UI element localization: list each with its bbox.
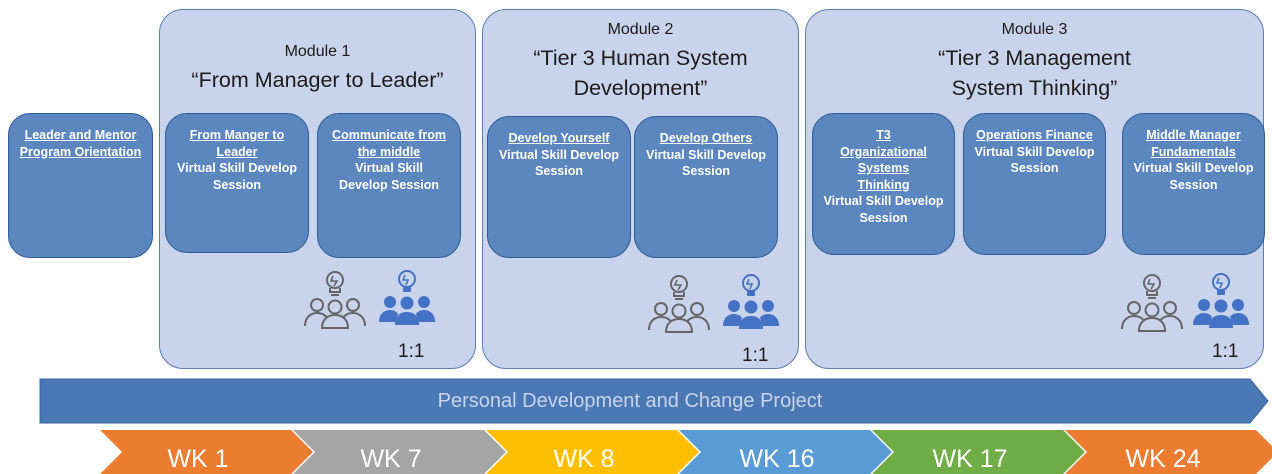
- idea-group-outline-icon: [1121, 274, 1183, 332]
- session-from-manager-to-leader[interactable]: From Manger to Leader Virtual Skill Deve…: [165, 113, 309, 253]
- one-on-one-label: 1:1: [742, 345, 769, 366]
- module-1-label: Module 1: [284, 43, 351, 60]
- session-title[interactable]: Operations Finance: [976, 128, 1093, 142]
- session-develop-others[interactable]: Develop Others Virtual Skill Develop Ses…: [634, 116, 778, 258]
- session-operations-finance[interactable]: Operations Finance Virtual Skill Develop…: [963, 113, 1106, 255]
- session-type: Virtual Skill Develop Session: [177, 161, 297, 192]
- session-develop-yourself[interactable]: Develop Yourself Virtual Skill Develop S…: [487, 116, 631, 258]
- module-3-label: Module 3: [1001, 21, 1068, 38]
- idea-group-filled-icon: [379, 270, 435, 325]
- idea-group-filled-icon: [1193, 273, 1249, 328]
- one-on-one-label: 1:1: [1212, 341, 1239, 362]
- session-communicate-from-the-middle[interactable]: Communicate from the middle Virtual Skil…: [317, 113, 461, 258]
- session-middle-manager-fundamentals[interactable]: Middle Manager Fundamentals Virtual Skil…: [1122, 113, 1265, 255]
- one-on-one-label: 1:1: [398, 341, 425, 362]
- week-label: WK 1: [167, 445, 229, 473]
- session-t3-organizational-systems-thinking[interactable]: T3 Organizational Systems Thinking Virtu…: [812, 113, 955, 255]
- orientation-label[interactable]: Leader and Mentor Program Orientation: [19, 128, 142, 159]
- project-label: Personal Development and Change Project: [437, 390, 823, 412]
- module-1-name: “From Manager to Leader”: [191, 68, 444, 92]
- week-label: WK 16: [739, 445, 815, 473]
- session-type: Virtual Skill Develop Session: [974, 144, 1095, 176]
- session-title[interactable]: T3 Organizational Systems Thinking: [840, 128, 927, 192]
- session-type: Virtual Skill Develop Session: [823, 194, 944, 225]
- session-type: Virtual Skill Develop Session: [646, 147, 766, 179]
- week-label: WK 17: [932, 445, 1008, 473]
- orientation-box[interactable]: Leader and Mentor Program Orientation: [8, 113, 153, 258]
- idea-group-outline-icon: [304, 271, 366, 329]
- week-label: WK 7: [360, 445, 422, 473]
- session-title[interactable]: Middle Manager Fundamentals: [1146, 128, 1241, 159]
- session-title[interactable]: From Manger to Leader: [189, 128, 285, 159]
- session-title[interactable]: Develop Yourself: [508, 131, 610, 145]
- idea-group-filled-icon: [723, 274, 779, 329]
- session-title[interactable]: Develop Others: [659, 131, 753, 145]
- week-label: WK 24: [1125, 445, 1201, 473]
- session-title[interactable]: Communicate from the middle: [332, 128, 446, 159]
- week-label: WK 8: [553, 445, 615, 473]
- module-3-name: “Tier 3 Management System Thinking”: [938, 46, 1131, 100]
- session-type: Virtual Skill Develop Session: [1133, 161, 1254, 192]
- module-2-name: “Tier 3 Human System Development”: [533, 46, 748, 100]
- module-2-label: Module 2: [607, 21, 674, 38]
- idea-group-outline-icon: [648, 275, 710, 333]
- session-type: Virtual Skill Develop Session: [338, 161, 440, 192]
- session-type: Virtual Skill Develop Session: [499, 147, 619, 179]
